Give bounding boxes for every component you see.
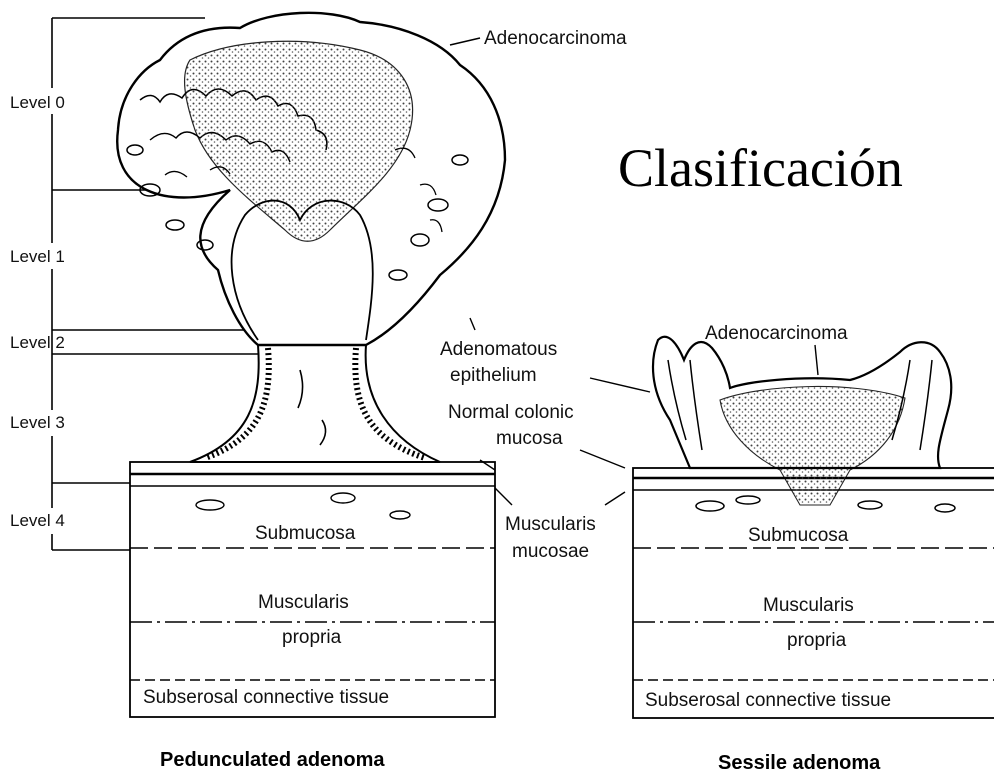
sessile-subserosal-label: Subserosal connective tissue bbox=[645, 690, 891, 711]
level-1-label: Level 1 bbox=[10, 247, 65, 266]
pedunculated-propria-label: propria bbox=[282, 627, 342, 648]
level-0-label: Level 0 bbox=[10, 93, 65, 112]
normal-colonic-label-line1: Normal colonic bbox=[448, 402, 574, 423]
sessile-caption: Sessile adenoma bbox=[718, 752, 881, 774]
pedunculated-muscularis-label: Muscularis bbox=[258, 592, 349, 613]
polyp-stalk bbox=[190, 345, 440, 462]
pedunculated-adenocarcinoma-label: Adenocarcinoma bbox=[484, 28, 627, 49]
slide-title: Clasificación bbox=[618, 138, 903, 198]
pedunculated-subserosal-label: Subserosal connective tissue bbox=[143, 687, 389, 708]
adenomatous-label-line1: Adenomatous bbox=[440, 339, 557, 360]
pedunculated-wall bbox=[130, 462, 495, 717]
muscularis-mucosae-label-line1: Muscularis bbox=[505, 514, 596, 535]
muscularis-mucosae-label-line2: mucosae bbox=[512, 541, 589, 562]
pedunculated-adenoma: Adenocarcinoma Adenomatous epithelium No… bbox=[117, 13, 627, 771]
sessile-muscularis-label: Muscularis bbox=[763, 595, 854, 616]
sessile-submucosa-label: Submucosa bbox=[748, 525, 849, 546]
level-2-label: Level 2 bbox=[10, 333, 65, 352]
level-3-label: Level 3 bbox=[10, 413, 65, 432]
sessile-adenoma: Adenocarcinoma Submucosa Muscularis prop… bbox=[580, 323, 994, 774]
sessile-adenocarcinoma-label: Adenocarcinoma bbox=[705, 323, 848, 344]
pedunculated-caption: Pedunculated adenoma bbox=[160, 749, 385, 771]
adenomatous-label-line2: epithelium bbox=[450, 365, 537, 386]
normal-colonic-label-line2: mucosa bbox=[496, 428, 563, 449]
level-4-label: Level 4 bbox=[10, 511, 65, 530]
pedunculated-submucosa-label: Submucosa bbox=[255, 523, 356, 544]
sessile-propria-label: propria bbox=[787, 630, 847, 651]
